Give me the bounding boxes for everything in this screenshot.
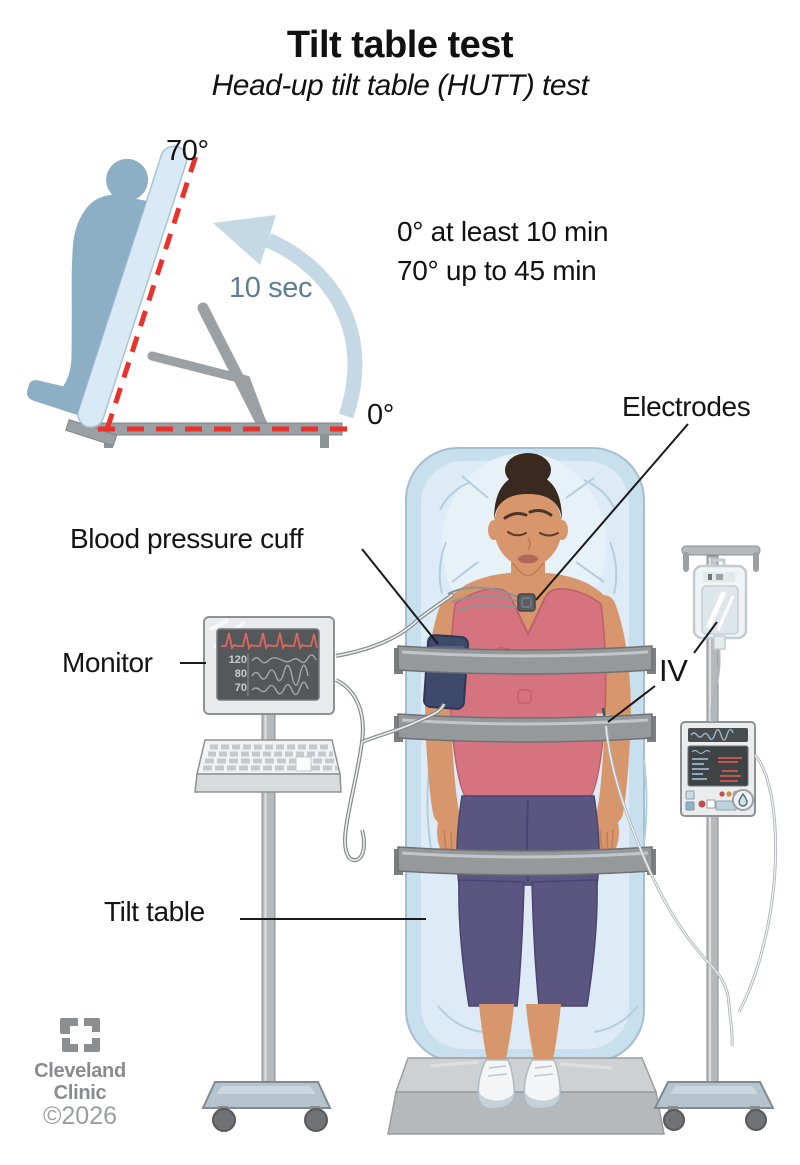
patient xyxy=(425,453,631,1109)
page-title: Tilt table test xyxy=(286,24,514,66)
iv-site-leader xyxy=(607,685,656,723)
page-subtitle: Head-up tilt table (HUTT) test xyxy=(211,69,589,102)
brand-name-line-2: Clinic xyxy=(53,1082,107,1104)
iv-label: IV xyxy=(659,653,688,688)
tilt-arrow xyxy=(213,215,363,419)
ecg-trace xyxy=(221,632,318,651)
electrodes-label: Electrodes xyxy=(622,391,751,422)
leader-lines xyxy=(180,423,718,920)
iv-pole xyxy=(653,545,775,1131)
table-straps xyxy=(394,645,656,876)
infusion-pump xyxy=(680,721,756,817)
tilt-duration-label: 10 sec xyxy=(229,272,313,304)
sneakers xyxy=(477,1059,561,1109)
vitals-monitor xyxy=(203,616,335,715)
monitor-reading-heart-rate: 70 xyxy=(234,682,247,694)
keyboard xyxy=(194,739,342,793)
chest-electrode xyxy=(517,593,536,612)
angle-70-label: 70° xyxy=(166,135,209,167)
cables-and-tubes xyxy=(335,586,778,1047)
patient-head xyxy=(488,453,568,567)
patient-silhouette xyxy=(26,194,147,415)
drop-icon xyxy=(738,792,748,807)
protocol-line-1: 0° at least 10 min xyxy=(397,216,609,247)
foot-plate xyxy=(387,1057,665,1135)
brand-name-line-1: Cleveland xyxy=(34,1060,126,1082)
monitor-label: Monitor xyxy=(62,647,153,678)
cleveland-clinic-logo-icon xyxy=(60,1018,100,1052)
electrodes-leader xyxy=(535,423,689,601)
tilted-table xyxy=(26,145,200,447)
copyright-text: ©2026 xyxy=(42,1102,118,1130)
tilt-angle-diagram xyxy=(26,145,363,448)
angle-0-label: 0° xyxy=(367,399,394,431)
protocol-line-2: 70° up to 45 min xyxy=(397,255,597,286)
protocol-text: 0° at least 10 min 70° up to 45 min xyxy=(397,212,609,290)
monitor-reading-diastolic: 80 xyxy=(234,668,247,680)
iv-bag-leader xyxy=(693,621,718,654)
mattress-wrinkles xyxy=(426,475,648,1033)
bp-cuff-leader xyxy=(361,548,439,645)
blood-pressure-cuff-label: Blood pressure cuff xyxy=(70,523,304,554)
monitor-station xyxy=(194,616,342,1132)
iv-bag xyxy=(692,558,748,650)
tilt-table-label: Tilt table xyxy=(104,896,205,927)
monitor-reading-systolic: 120 xyxy=(228,654,247,666)
